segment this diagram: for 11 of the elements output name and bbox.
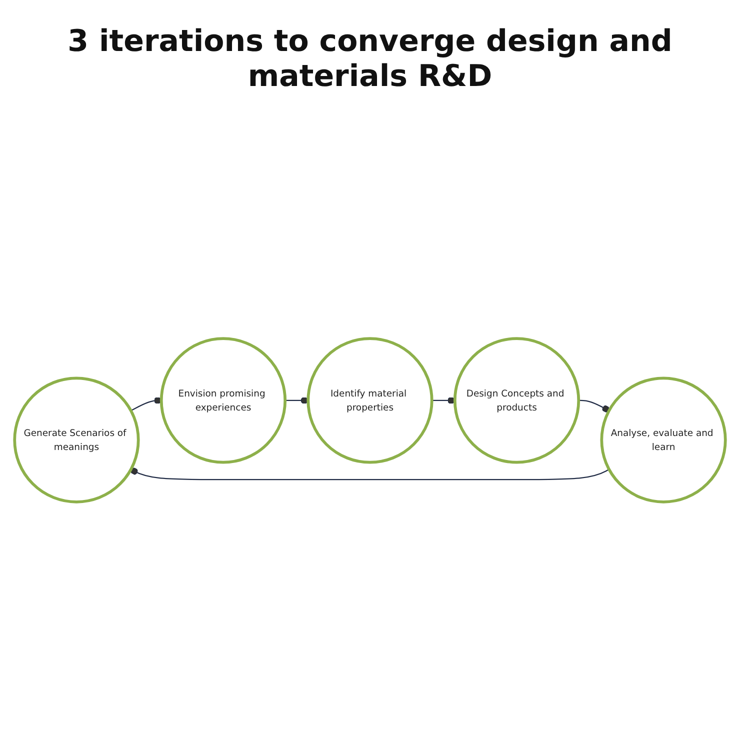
connector	[130, 467, 610, 480]
node-circle: Envision promising experiences	[160, 336, 287, 464]
connector	[285, 396, 308, 404]
node-circle: Identify material properties	[306, 336, 434, 464]
title-heading: 3 iterations to converge design and materials R&D	[66, 24, 674, 94]
connector	[432, 396, 455, 404]
connector	[130, 396, 162, 411]
node-circle: Analyse, evaluate and learn	[600, 376, 727, 504]
node-circle: Generate Scenarios of meanings	[13, 376, 140, 504]
connector	[578, 400, 610, 412]
node-circle: Design Concepts and products	[453, 336, 580, 464]
